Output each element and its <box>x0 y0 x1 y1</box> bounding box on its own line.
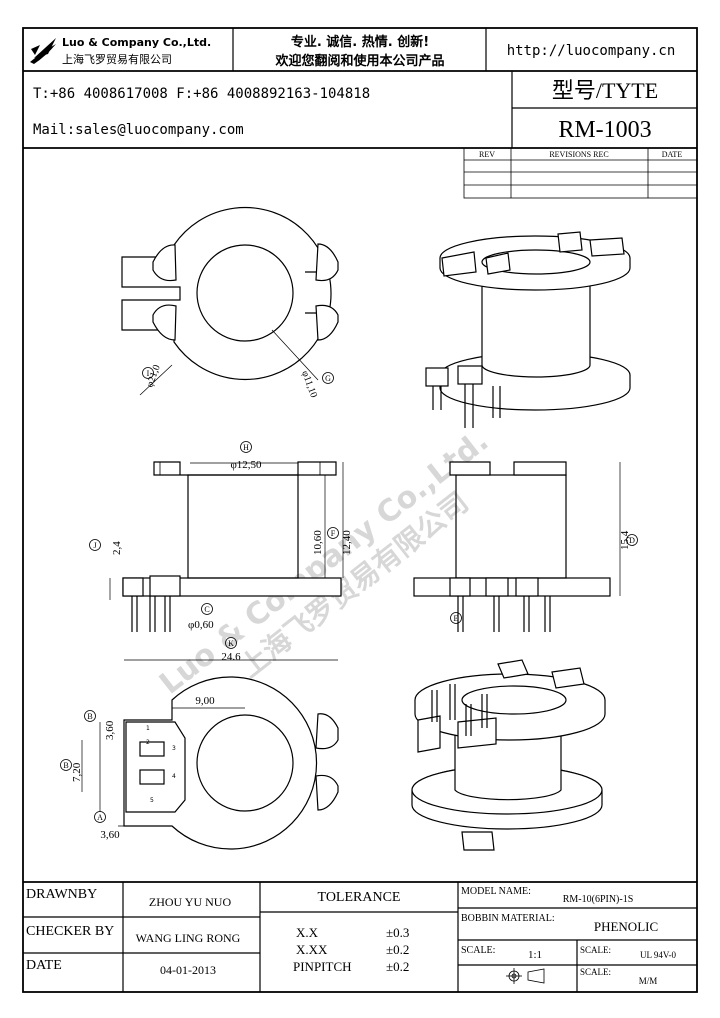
callout-B2: B <box>87 712 92 721</box>
callout-F: F <box>331 529 336 538</box>
bottom-view <box>123 676 339 850</box>
drawn-label: DRAWNBY <box>26 887 97 902</box>
pin-label: 2 <box>146 739 150 746</box>
tolerance-3-value: ±0.2 <box>386 959 409 974</box>
title-block <box>23 881 697 992</box>
scale-3-value: M/M <box>639 976 658 986</box>
callout-circle <box>94 811 106 823</box>
callout-circle <box>327 527 339 539</box>
slogan-line-1: 专业. 诚信. 热情. 创新! <box>291 34 429 50</box>
rev-date-header: DATE <box>662 150 683 159</box>
company-url: http://luocompany.cn <box>507 43 676 59</box>
company-logo <box>30 38 56 64</box>
slogan-line-2: 欢迎您翻阅和使用本公司产品 <box>274 53 444 69</box>
scale-2-label: SCALE: <box>580 945 611 955</box>
callout-A: A <box>97 813 103 822</box>
callout-circle <box>142 367 154 379</box>
dim-F-value-1: 10,60 <box>312 530 324 555</box>
pin-label: 3 <box>172 745 176 752</box>
side-view-left <box>122 461 342 632</box>
rev-header: REV <box>479 150 495 159</box>
leader-line <box>271 329 319 381</box>
tolerance-1-value: ±0.3 <box>386 925 409 940</box>
phone-fax: T:+86 4008617008 F:+86 4008892163-104818 <box>33 86 370 102</box>
leader-line <box>139 364 173 396</box>
callout-C: C <box>204 605 209 614</box>
callout-circle <box>322 372 334 384</box>
dim-F-value-2: 12,40 <box>341 530 353 555</box>
callout-H: H <box>243 443 249 452</box>
revisions-table <box>463 147 698 199</box>
scale-label: SCALE: <box>461 945 495 956</box>
dim-nine-value: 9,00 <box>195 695 215 707</box>
date-label: DATE <box>26 958 62 973</box>
model-name-label: MODEL NAME: <box>461 886 531 897</box>
callout-K: K <box>228 639 234 648</box>
callout-circle <box>201 603 213 615</box>
company-name-en: Luo & Company Co.,Ltd. <box>62 36 211 49</box>
callout-circle <box>626 534 638 546</box>
checker-label: CHECKER BY <box>26 924 114 939</box>
dim-B2-value: 3,60 <box>104 720 116 740</box>
tolerance-2: X.XX <box>296 942 328 957</box>
callout-circle <box>450 612 462 624</box>
tolerance-1: X.X <box>296 925 319 940</box>
model-name-value: RM-10(6PIN)-1S <box>563 894 634 905</box>
tolerance-2-value: ±0.2 <box>386 942 409 957</box>
callout-circle <box>89 539 101 551</box>
pin-label: 5 <box>150 797 154 804</box>
pin-label: 4 <box>172 773 176 780</box>
dim-A-value: 3,60 <box>100 829 120 841</box>
bobbin-material-value: PHENOLIC <box>594 919 658 934</box>
dim-J-value: 2,4 <box>111 541 123 555</box>
checker-value: WANG LING RONG <box>136 931 241 945</box>
callout-circle <box>240 441 252 453</box>
callout-circle <box>84 710 96 722</box>
revisions-rec-header: REVISIONS REC <box>549 150 608 159</box>
dim-B-value: 7,20 <box>71 762 83 782</box>
scale-2-value: UL 94V-0 <box>640 950 677 960</box>
callout-circle <box>60 759 72 771</box>
email: Mail:sales@luocompany.com <box>33 122 244 138</box>
type-header: 型号/TYTE <box>552 78 658 103</box>
scale-value: 1:1 <box>528 949 542 961</box>
side-view-right <box>413 461 611 632</box>
sheet-border <box>22 27 698 993</box>
tolerance-3: PINPITCH <box>293 959 352 974</box>
isometric-view-top <box>425 231 631 428</box>
dim-K-value: 24.6 <box>221 651 241 663</box>
callout-I: I <box>147 369 150 378</box>
callout-circle <box>225 637 237 649</box>
date-value: 04-01-2013 <box>160 963 216 977</box>
callout-D: D <box>629 536 635 545</box>
callout-J: J <box>93 541 96 550</box>
projection-symbol-icon <box>506 968 545 984</box>
company-name-cn: 上海飞罗贸易有限公司 <box>62 52 172 66</box>
bobbin-material-label: BOBBIN MATERIAL: <box>461 913 555 924</box>
dim-C-value: φ0,60 <box>188 619 214 631</box>
dim-G-value: φ11,10 <box>299 369 319 399</box>
callout-E: E <box>454 614 459 623</box>
scale-3-label: SCALE: <box>580 967 611 977</box>
dim-H-value: φ12,50 <box>230 459 262 471</box>
part-number: RM-1003 <box>558 117 651 143</box>
callout-B: B <box>63 761 68 770</box>
drawn-value: ZHOU YU NUO <box>149 895 232 909</box>
callout-G: G <box>325 374 331 383</box>
dim-D-value: 15,4 <box>619 530 631 550</box>
isometric-view-bottom <box>411 659 606 851</box>
tolerance-label: TOLERANCE <box>318 890 401 905</box>
pin-label: 1 <box>146 725 150 732</box>
top-view <box>121 206 339 381</box>
